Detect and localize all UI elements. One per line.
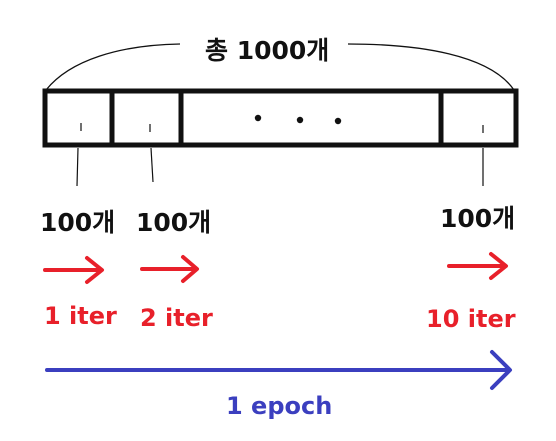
batch-count-label: 100개 — [440, 204, 516, 233]
brace-right — [347, 43, 515, 91]
leader-line — [76, 147, 79, 187]
dataset-bar — [42, 88, 519, 148]
iter-label: 2 iter — [140, 304, 213, 332]
brace-left — [45, 43, 181, 91]
epoch-arrow — [45, 350, 512, 390]
dots-icon — [254, 114, 342, 125]
leader-line — [150, 147, 154, 183]
iter-arrow — [140, 255, 199, 283]
iter-label: 1 iter — [44, 302, 117, 330]
total-count-label: 총 1000개 — [205, 36, 330, 65]
iter-label: 10 iter — [426, 305, 516, 333]
iter-arrow — [447, 252, 508, 280]
iter-arrow — [43, 256, 104, 284]
batch-count-label: 100개 — [40, 208, 116, 237]
batch-count-label: 100개 — [136, 208, 212, 237]
epoch-label: 1 epoch — [226, 392, 333, 420]
